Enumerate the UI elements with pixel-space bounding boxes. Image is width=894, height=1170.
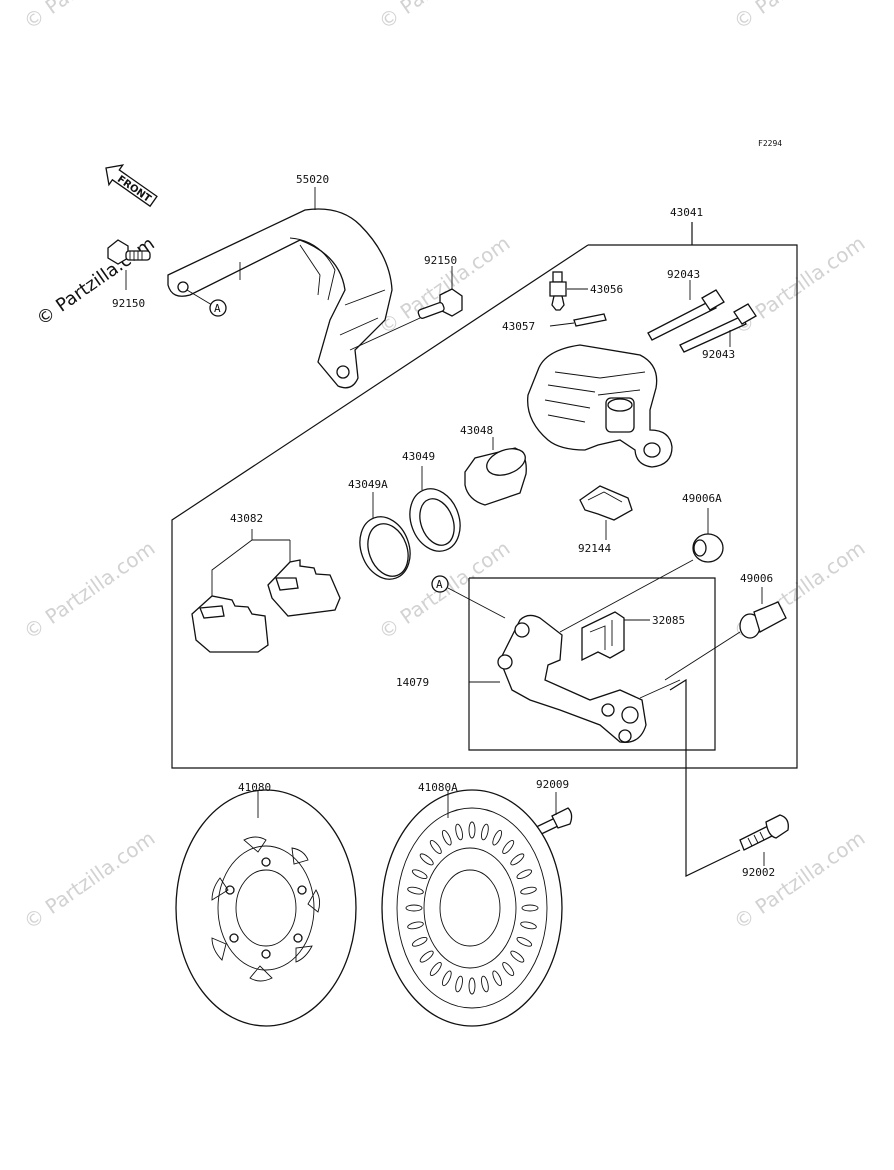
part-number-32085: 32085 [652,614,685,627]
bleed-valve-43056 [549,271,588,311]
disc-slot [492,970,503,987]
part-number-43057: 43057 [502,320,535,333]
disc-slot [455,975,463,993]
reference-a-callout-2: A [431,575,506,619]
watermark: © Partzilla.com [19,536,159,644]
part-number-92002: 92002 [742,866,775,879]
disc-slot [411,936,428,947]
bolt-92002 [739,814,789,866]
brake-disc-41080A [381,789,563,1027]
front-arrow-icon: FRONT [105,164,158,208]
reference-a-callout: A [186,289,227,317]
part-number-43041: 43041 [670,206,703,219]
reference-a-label-2: A [436,578,443,591]
watermark: © Partzilla.com [729,0,869,34]
boot-49006A [559,508,724,633]
disc-slot [521,904,539,912]
part-number-92144: 92144 [578,542,611,555]
brand-watermark: © Partzilla.com [33,233,159,330]
caliper-bracket-14079 [469,614,681,744]
caliper-assembly-enclosure [171,244,798,769]
part-number-92043-upper: 92043 [667,268,700,281]
part-number-41080A: 41080A [418,781,458,794]
seal-43049 [409,466,461,552]
part-number-92150-left: 92150 [112,297,145,310]
disc-slot [419,950,434,963]
watermark: © Partzilla.com [19,826,159,934]
disc-slot [468,821,476,839]
seal-43049A [359,492,411,580]
part-number-55020: 55020 [296,173,329,186]
disc-slot [516,869,533,880]
part-number-92009: 92009 [536,778,569,791]
spring-92144 [579,485,633,540]
disc-slot [468,977,476,995]
part-number-43049: 43049 [402,450,435,463]
figure-code: F2294 [758,139,782,148]
disc-slot [520,921,537,930]
pad-spring-32085 [581,611,650,662]
disc-slot [441,970,452,987]
disc-slot [419,853,434,866]
disc-slot [441,829,452,846]
part-number-43082: 43082 [230,512,263,525]
guard-bracket-55020 [167,187,393,389]
part-number-43056: 43056 [590,283,623,296]
part-number-43048: 43048 [460,424,493,437]
piston-43048 [464,437,527,506]
disc-slot [411,869,428,880]
disc-slot [455,823,463,841]
disc-slot [481,975,489,993]
bolt-92150-right [349,266,463,351]
disc-slot [429,962,442,976]
disc-slot [481,823,489,841]
disc-slot [405,904,423,912]
reference-a-label: A [214,302,221,315]
watermark: © Partzilla.com [729,231,869,339]
disc-slot [516,936,533,947]
pin-92043-lower [679,303,757,353]
disc-slot [502,840,515,854]
disc-slot [502,962,515,976]
boot-49006 [664,587,787,681]
disc-slot [492,829,503,846]
cap-43057 [549,313,607,327]
part-number-43049A: 43049A [348,478,388,491]
part-number-49006: 49006 [740,572,773,585]
disc-slot [520,886,537,895]
caliper-body-43041 [527,344,673,468]
part-labels: 55020 92150 92150 43041 43056 43057 9204… [112,173,775,879]
part-number-92043-lower: 92043 [702,348,735,361]
part-number-41080: 41080 [238,781,271,794]
leader-92002 [669,678,741,877]
part-number-49006A: 49006A [682,492,722,505]
disc-slot [407,921,424,930]
bracket-subgroup-enclosure [468,577,716,751]
part-number-92150-right: 92150 [424,254,457,267]
disc-slot [429,840,442,854]
pin-92043-upper [647,280,725,341]
part-number-14079: 14079 [396,676,429,689]
disc-slot [510,950,525,963]
disc-slot [407,886,424,895]
watermark: © Partzilla.com [374,0,514,34]
brake-pads-43082 [191,529,341,653]
brake-disc-41080 [175,789,357,1027]
watermark: © Partzilla.com [19,0,159,34]
disc-slot [510,853,525,866]
watermark: © Partzilla.com [374,231,514,339]
bolt-92150-left [107,239,151,290]
